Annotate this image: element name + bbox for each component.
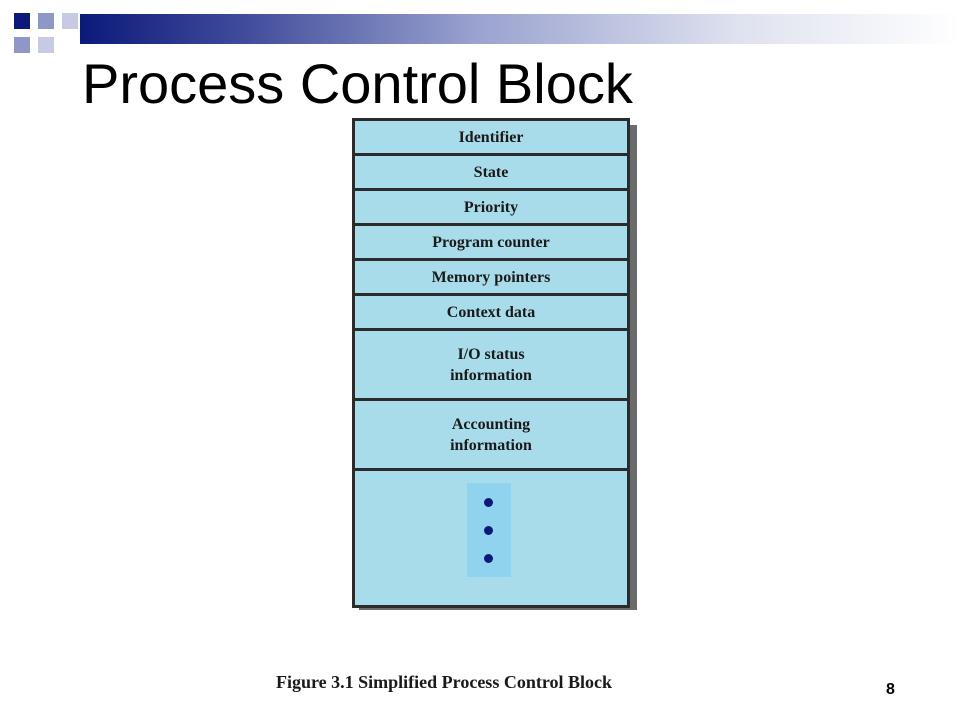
pcb-field-label: State [473,163,509,181]
pcb-field-label: Program counter [432,233,550,251]
pcb-field-label: Context data [446,303,536,321]
figure-caption: Figure 3.1 Simplified Process Control Bl… [276,672,612,692]
ellipsis-dot [484,498,493,507]
header-square-dark [14,13,30,29]
ellipsis-icon [467,483,511,577]
pcb-field-io-status: I/O status information [355,331,627,401]
pcb-field-label: Priority [463,198,519,216]
pcb-continuation-area [355,471,627,605]
pcb-field-priority: Priority [355,191,627,226]
header-square-light [62,13,78,29]
pcb-field-label: Identifier [458,128,524,146]
pcb-field-state: State [355,156,627,191]
ellipsis-dot [484,554,493,563]
pcb-field-memory-pointers: Memory pointers [355,261,627,296]
pcb-field-label: I/O status information [450,345,532,384]
ellipsis-dot [484,526,493,535]
pcb-field-program-counter: Program counter [355,226,627,261]
pcb-field-identifier: Identifier [355,121,627,156]
page-title: Process Control Block [82,52,633,115]
pcb-field-label: Accounting information [450,415,532,454]
pcb-diagram: Identifier State Priority Program counte… [352,118,630,608]
page-number: 8 [886,681,895,698]
pcb-field-context-data: Context data [355,296,627,331]
header-square-light [38,37,54,53]
pcb-field-accounting: Accounting information [355,401,627,471]
header-square-mid [38,13,54,29]
header-square-mid [14,37,30,53]
pcb-field-label: Memory pointers [431,268,551,286]
header-gradient-bar [80,14,960,44]
